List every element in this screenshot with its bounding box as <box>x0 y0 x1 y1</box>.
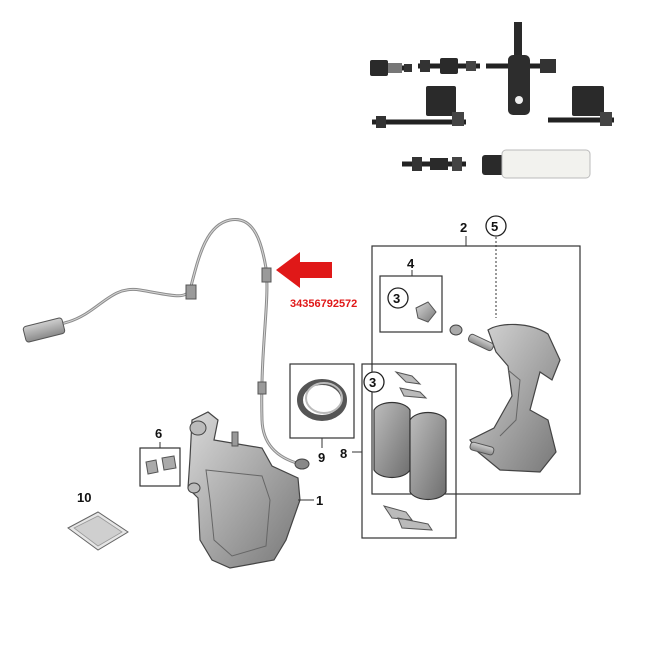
grease-packet <box>67 511 129 551</box>
sensor-variant-a <box>370 60 412 76</box>
sensor-variant-c <box>486 22 556 115</box>
caliper-carrier <box>449 323 561 473</box>
callout-3-upper: 3 <box>393 291 400 306</box>
group-box-4 <box>379 270 443 333</box>
callout-9: 9 <box>318 450 325 465</box>
wear-sensor-cable <box>22 218 310 470</box>
brake-caliper <box>187 411 314 569</box>
part-number-label: 34356792572 <box>290 298 357 310</box>
sensor-variant-f <box>402 157 466 171</box>
sensor-variants-photo <box>370 22 614 179</box>
group-box-9 <box>289 363 355 448</box>
callout-8: 8 <box>340 446 347 461</box>
callout-5: 5 <box>491 219 498 234</box>
sensor-variant-d <box>372 86 466 128</box>
callout-6: 6 <box>155 426 162 441</box>
group-box-8 <box>352 363 457 539</box>
sensor-variant-e <box>548 86 614 126</box>
group-box-6 <box>139 442 181 487</box>
callout-3-lower: 3 <box>369 375 376 390</box>
sensor-variant-b <box>418 58 480 74</box>
callout-1: 1 <box>316 493 323 508</box>
callout-5-circle <box>485 215 507 237</box>
callout-10: 10 <box>77 490 91 505</box>
callout-2: 2 <box>460 220 467 235</box>
highlight-arrow <box>276 252 332 288</box>
group-box-2 <box>371 236 581 495</box>
callout-4: 4 <box>407 256 415 271</box>
sensor-variant-g <box>482 149 591 179</box>
